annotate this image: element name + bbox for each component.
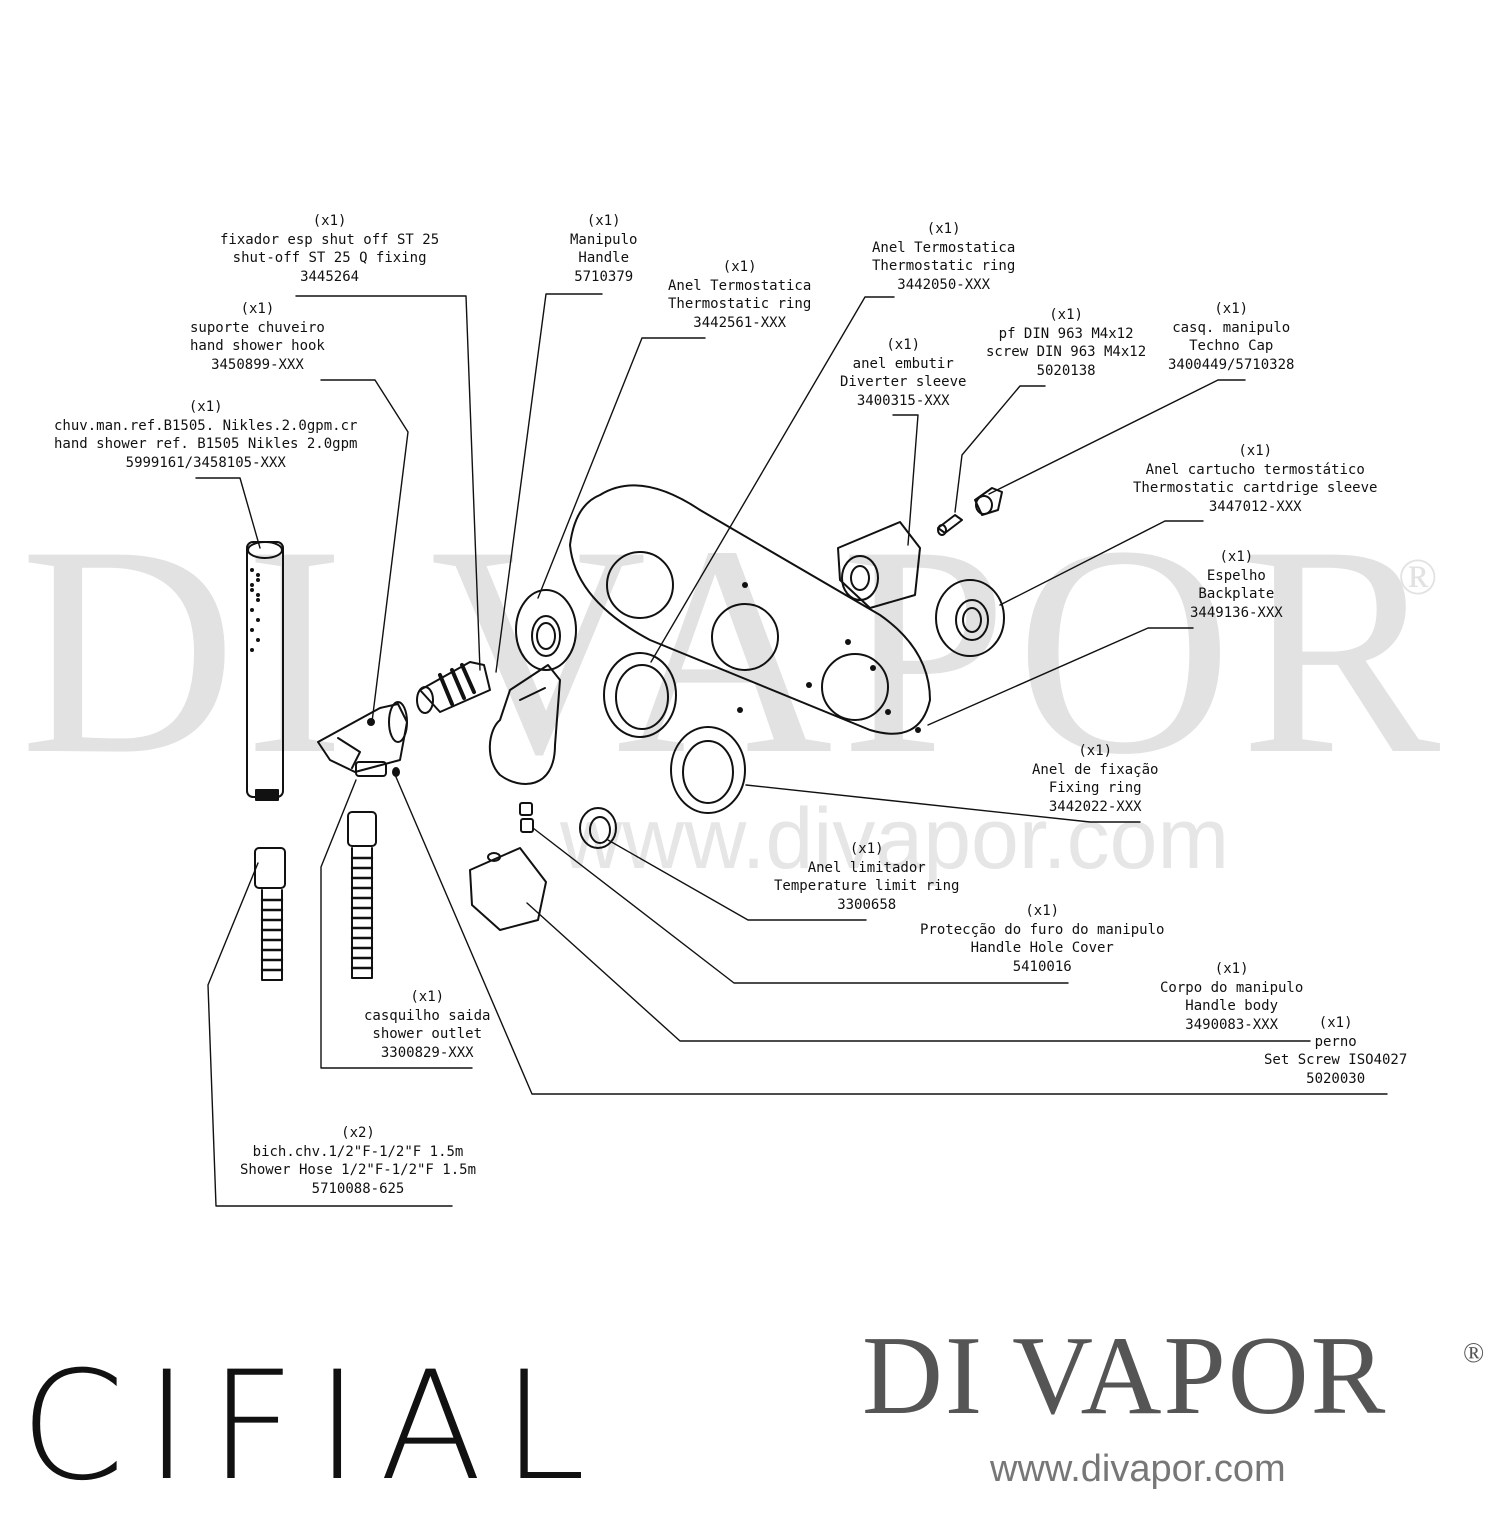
- leader-anel-termo-2: [650, 296, 895, 663]
- thermostatic-ring-2-part: [603, 652, 677, 738]
- set-screw-part: [520, 818, 534, 833]
- leader-manipulo: [495, 293, 603, 673]
- shut-off-fixing-part: [416, 661, 491, 714]
- divapor-url: www.divapor.com: [990, 1448, 1286, 1490]
- temperature-limit-ring-part: [579, 807, 617, 849]
- hand-shower-part: [246, 541, 284, 801]
- handle-part: [488, 664, 561, 785]
- divapor-registered-mark: ®: [1463, 1338, 1485, 1369]
- leader-proteccao: [532, 827, 1069, 984]
- leader-casquilho: [320, 779, 473, 1069]
- hand-shower-hook-part: [317, 701, 408, 777]
- leader-limitador: [607, 839, 867, 921]
- callout-chuveiro: (x1)chuv.man.ref.B1505. Nikles.2.0gpm.cr…: [54, 399, 358, 471]
- thermostatic-cartridge-sleeve-part: [935, 579, 1005, 657]
- leader-suporte: [320, 379, 409, 723]
- leader-cartucho: [999, 520, 1204, 606]
- leader-fixador: [295, 295, 481, 671]
- leader-anel-termo-1: [537, 337, 706, 599]
- leader-hose: [207, 862, 453, 1207]
- handle-hole-cover-part: [519, 802, 533, 816]
- leader-anel-embutir: [892, 414, 919, 546]
- thermostatic-ring-1-part: [515, 589, 577, 671]
- screw-part: [937, 514, 963, 536]
- leader-chuveiro: [195, 477, 261, 549]
- leader-fixacao: [745, 784, 1141, 823]
- leader-techno-cap: [988, 379, 1246, 495]
- diverter-sleeve-part: [837, 521, 921, 609]
- fixing-ring-part: [670, 726, 746, 814]
- handle-body-part: [469, 847, 547, 931]
- leader-lines: [195, 293, 1388, 1207]
- leader-perno: [395, 776, 1388, 1095]
- leader-espelho: [927, 627, 1194, 726]
- divapor-logo: DI VAPOR: [862, 1314, 1388, 1438]
- shower-hose-1-part: [254, 847, 286, 981]
- backplate-part: [569, 484, 931, 735]
- leader-corpo: [526, 902, 1311, 1042]
- leader-screw: [954, 385, 1046, 513]
- shower-hose-2-part: [347, 811, 377, 979]
- techno-cap-part: [974, 487, 1003, 516]
- cifial-logo: CIFIAL: [20, 1340, 606, 1514]
